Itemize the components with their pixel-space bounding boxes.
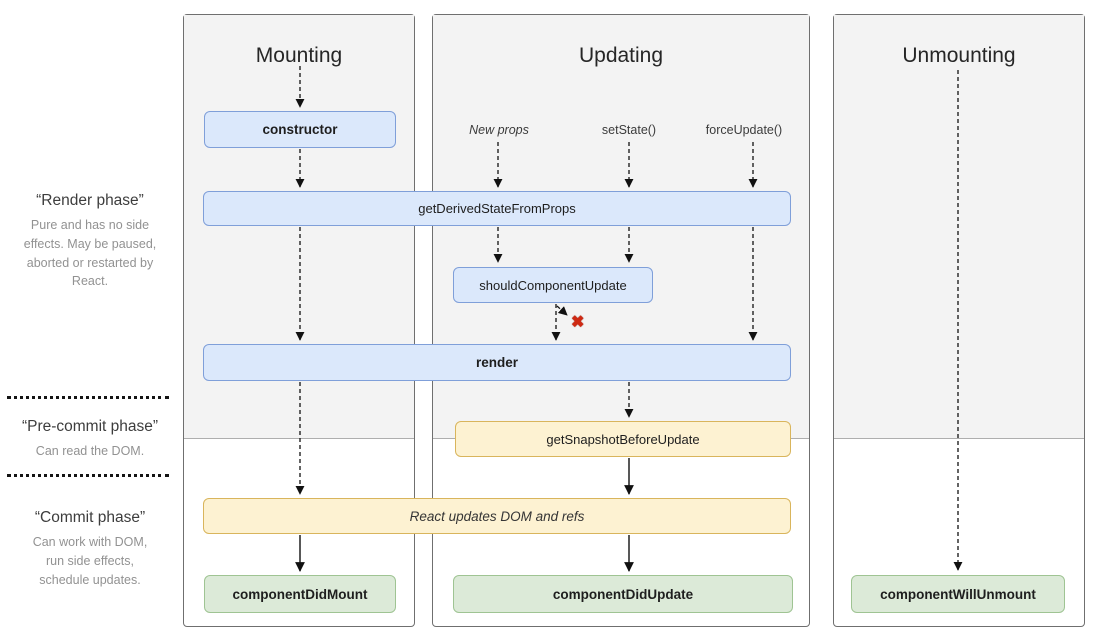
trigger-force-update: forceUpdate() [705,123,783,137]
phase-commit-title: “Commit phase” [34,509,146,526]
column-mounting: Mounting [183,14,415,627]
node-component-will-unmount: componentWillUnmount [851,575,1065,613]
phase-render: “Render phase” Pure and has no side effe… [2,192,178,291]
node-constructor: constructor [204,111,396,148]
column-mounting-title: Mounting [255,44,343,67]
column-updating: Updating [432,14,810,627]
phase-commit: “Commit phase” Can work with DOM, run si… [2,509,178,589]
phase-pre-commit-description: Can read the DOM. [35,444,145,458]
phase-divider-1 [7,396,169,399]
node-get-derived-state-from-props: getDerivedStateFromProps [203,191,791,226]
phase-commit-description: Can work with DOM, run side effects, sch… [32,535,148,587]
trigger-new-props: New props [469,123,529,137]
phase-pre-commit-title: “Pre-commit phase” [21,418,159,435]
node-react-updates-dom: React updates DOM and refs [203,498,791,534]
node-component-did-update: componentDidUpdate [453,575,793,613]
node-component-did-mount: componentDidMount [204,575,396,613]
cancel-update-icon: ✖ [571,314,585,331]
node-get-snapshot-before-update: getSnapshotBeforeUpdate [455,421,791,457]
column-updating-title: Updating [578,44,664,67]
render-phase-region [834,15,1084,439]
phase-divider-2 [7,474,169,477]
column-unmounting: Unmounting [833,14,1085,627]
phase-render-title: “Render phase” [36,192,144,209]
phase-render-description: Pure and has no side effects. May be pau… [23,218,157,289]
phase-pre-commit: “Pre-commit phase” Can read the DOM. [2,418,178,461]
column-unmounting-title: Unmounting [902,44,1016,67]
trigger-set-state: setState() [601,123,657,137]
node-should-component-update: shouldComponentUpdate [453,267,653,303]
node-render: render [203,344,791,381]
